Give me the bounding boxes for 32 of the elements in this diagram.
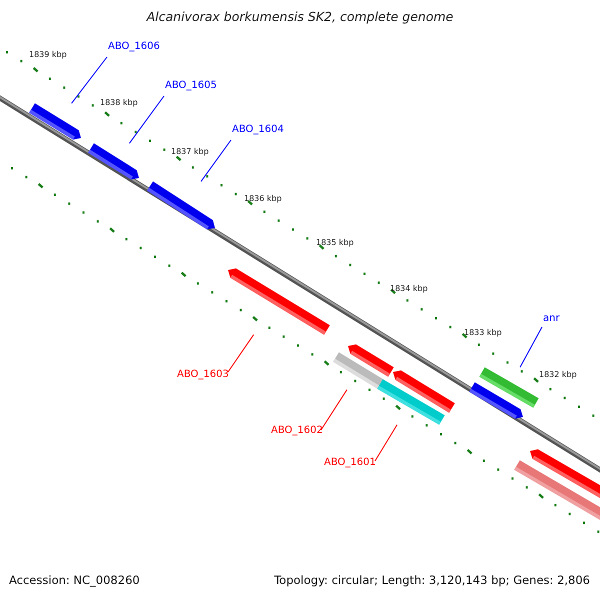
gene-bar: [29, 103, 81, 140]
leader-line: [520, 326, 542, 368]
gene-bar: [228, 268, 330, 335]
leader-line: [320, 389, 348, 430]
scale-label: 1839 kbp: [29, 51, 67, 59]
gene-bar: [348, 344, 394, 377]
gene-bar: [479, 367, 539, 408]
gene-label: ABO_1605: [165, 81, 217, 91]
scale-label: 1833 kbp: [464, 329, 502, 337]
leader-line: [128, 96, 164, 144]
scale-label: 1834 kbp: [390, 285, 428, 293]
gene-bar: [530, 449, 600, 500]
gene-bar: [147, 181, 215, 230]
gene-label: anr: [543, 314, 560, 324]
gene-label: ABO_1601: [324, 458, 376, 468]
gene-label: ABO_1606: [108, 42, 160, 52]
gene-bar: [393, 370, 455, 413]
scale-label: 1835 kbp: [316, 239, 354, 247]
scale-label: 1838 kbp: [100, 99, 138, 107]
leader-line: [71, 56, 108, 104]
gene-label: ABO_1603: [177, 370, 229, 380]
genome-summary-text: Topology: circular; Length: 3,120,143 bp; Genes: 2,806: [274, 575, 590, 586]
gene-label: ABO_1604: [232, 125, 284, 135]
scale-label: 1837 kbp: [171, 148, 209, 156]
gene-label: ABO_1602: [271, 426, 323, 436]
leader-line: [228, 334, 254, 372]
gene-bar: [88, 143, 139, 180]
scale-label: 1836 kbp: [244, 195, 282, 203]
accession-text: Accession: NC_008260: [9, 575, 140, 586]
scale-label: 1832 kbp: [539, 371, 577, 379]
leader-line: [200, 140, 232, 182]
title: Alcanivorax borkumensis SK2, complete genome: [145, 11, 454, 24]
